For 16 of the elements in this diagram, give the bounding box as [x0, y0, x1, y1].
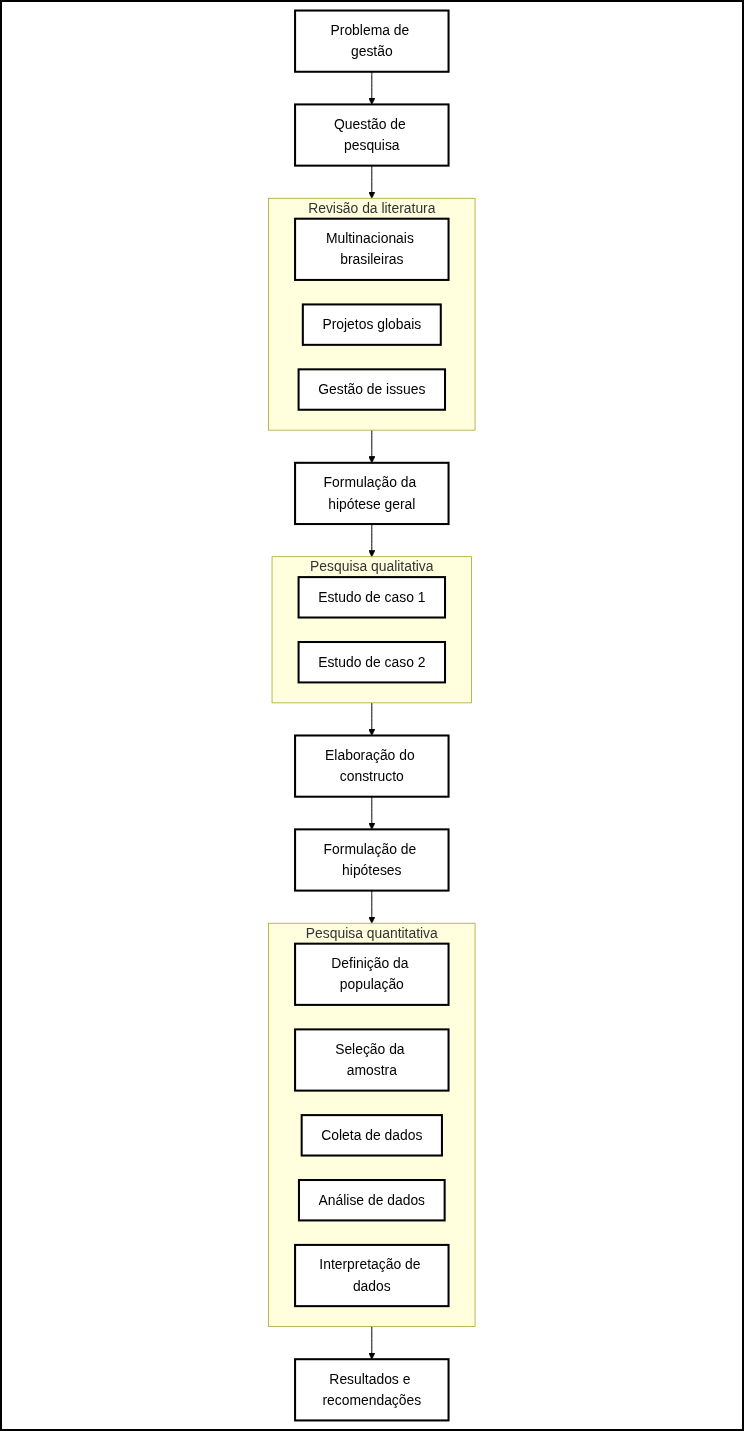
- node-box: Coleta de dados: [300, 1114, 444, 1157]
- node-box: Estudo de caso 2: [297, 641, 447, 684]
- node-box: Elaboração do constructo: [294, 734, 450, 798]
- node-box: Análise de dados: [298, 1179, 446, 1222]
- node-box: Gestão de issues: [297, 368, 447, 411]
- node-box: Seleção da amostra: [294, 1028, 450, 1092]
- node-box: Formulação da hipótese geral: [294, 461, 450, 526]
- node-box: Problema de gestão: [294, 9, 450, 73]
- node-box: Interpretação de dados: [294, 1243, 450, 1308]
- node-box: Resultados e recomendações: [294, 1358, 450, 1422]
- node-box: Estudo de caso 1: [297, 576, 447, 619]
- node-box: Definição da população: [294, 942, 450, 1006]
- node-box: Projetos globais: [302, 303, 442, 346]
- node-box: Multinacionais brasileiras: [294, 217, 450, 281]
- node-box: Formulação de hipóteses: [294, 828, 450, 892]
- node-box: Questão de pesquisa: [294, 103, 450, 167]
